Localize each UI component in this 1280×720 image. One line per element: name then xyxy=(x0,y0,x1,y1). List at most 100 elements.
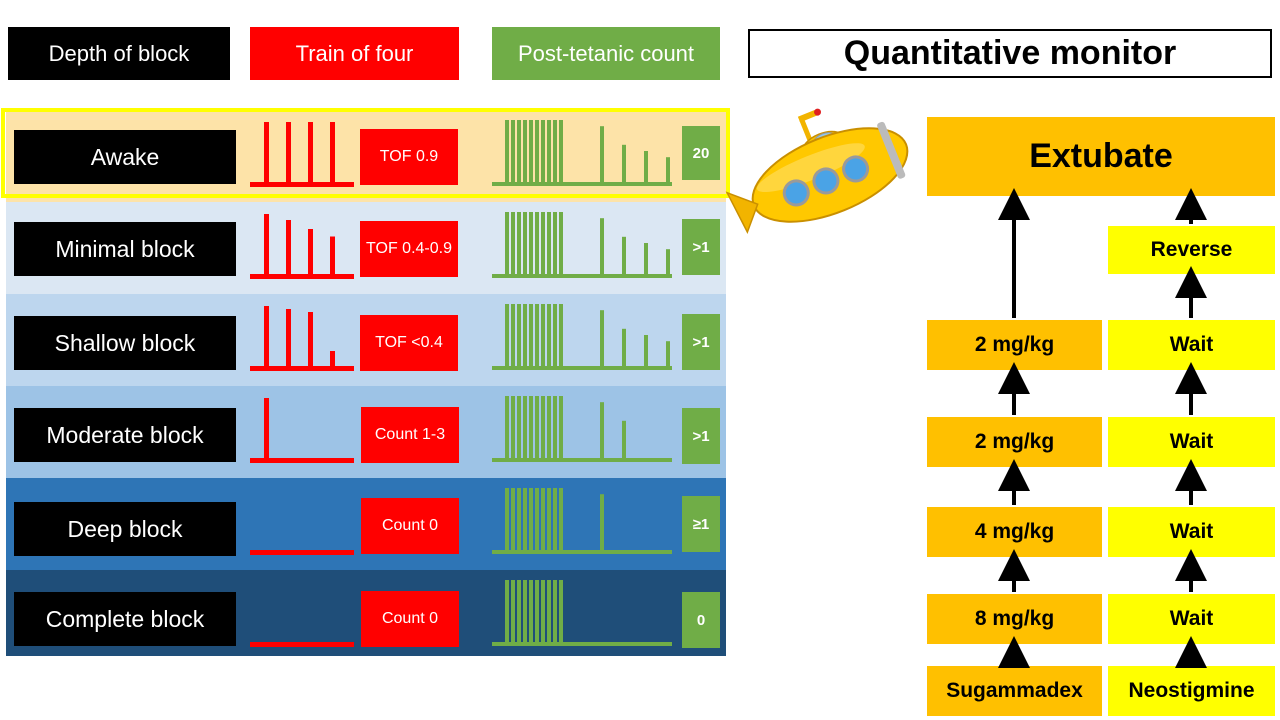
ptc-baseline xyxy=(492,182,672,186)
ptc-twitch-bar xyxy=(644,243,648,274)
ptc-twitch-bar xyxy=(511,212,515,274)
ptc-twitch-bar xyxy=(511,396,515,458)
neostigmine-wait-box: Wait xyxy=(1108,594,1275,644)
ptc-twitch-bar xyxy=(553,396,557,458)
tof-twitch-bar xyxy=(286,309,291,366)
ptc-twitch-bar xyxy=(505,120,509,182)
row-label: Complete block xyxy=(14,592,236,646)
tof-twitch-bar xyxy=(264,214,269,274)
ptc-twitch-bar xyxy=(517,212,521,274)
tof-baseline xyxy=(250,182,354,187)
ptc-value: 20 xyxy=(682,126,720,180)
ptc-twitch-bar xyxy=(523,488,527,550)
ptc-twitch-bar xyxy=(541,488,545,550)
sugammadex-dose-box: 8 mg/kg xyxy=(927,594,1102,644)
tof-value: Count 1-3 xyxy=(361,407,459,463)
ptc-value: >1 xyxy=(682,408,720,464)
ptc-twitch-bar xyxy=(553,488,557,550)
ptc-twitch-bar xyxy=(541,304,545,366)
sugammadex-box: Sugammadex xyxy=(927,666,1102,716)
ptc-twitch-bar xyxy=(535,396,539,458)
ptc-twitch-bar xyxy=(523,120,527,182)
row-label: Moderate block xyxy=(14,408,236,462)
ptc-baseline xyxy=(492,366,672,370)
ptc-twitch-bar xyxy=(535,580,539,642)
tof-twitch-bar xyxy=(264,122,269,182)
ptc-twitch-bar xyxy=(517,396,521,458)
ptc-twitch-bar xyxy=(505,304,509,366)
ptc-twitch-bar xyxy=(511,580,515,642)
ptc-twitch-bar xyxy=(529,396,533,458)
tof-twitch-bar xyxy=(286,220,291,274)
ptc-twitch-bar xyxy=(553,304,557,366)
ptc-twitch-bar xyxy=(541,120,545,182)
tof-baseline xyxy=(250,642,354,647)
ptc-twitch-bar xyxy=(547,580,551,642)
header-quantitative-monitor: Quantitative monitor xyxy=(748,29,1272,78)
row-band: Minimal block TOF 0.4-0.9 >1 xyxy=(6,202,726,294)
tof-twitch-bar xyxy=(330,122,335,182)
ptc-twitch-bar xyxy=(529,488,533,550)
ptc-twitch-bar xyxy=(666,341,670,366)
ptc-twitch-bar xyxy=(517,580,521,642)
tof-value: TOF 0.9 xyxy=(360,129,458,185)
ptc-twitch-bar xyxy=(541,396,545,458)
row-band: Moderate block Count 1-3 >1 xyxy=(6,386,726,478)
ptc-baseline xyxy=(492,274,672,278)
ptc-twitch-bar xyxy=(600,218,604,274)
tof-baseline xyxy=(250,550,354,555)
tof-value: TOF 0.4-0.9 xyxy=(360,221,458,277)
tof-twitch-bar xyxy=(330,236,335,274)
neostigmine-wait-box: Wait xyxy=(1108,320,1275,370)
ptc-twitch-bar xyxy=(559,488,563,550)
ptc-twitch-bar xyxy=(541,212,545,274)
sugammadex-dose-box: 4 mg/kg xyxy=(927,507,1102,557)
ptc-twitch-bar xyxy=(523,304,527,366)
row-band: Awake TOF 0.9 20 xyxy=(6,110,726,202)
ptc-baseline xyxy=(492,642,672,646)
ptc-twitch-bar xyxy=(523,212,527,274)
ptc-twitch-bar xyxy=(511,488,515,550)
ptc-twitch-bar xyxy=(535,120,539,182)
ptc-value: >1 xyxy=(682,219,720,275)
tof-twitch-bar xyxy=(308,229,313,274)
ptc-value: >1 xyxy=(682,314,720,370)
row-label: Awake xyxy=(14,130,236,184)
ptc-twitch-bar xyxy=(523,580,527,642)
tof-baseline xyxy=(250,458,354,463)
ptc-twitch-bar xyxy=(517,120,521,182)
row-label: Deep block xyxy=(14,502,236,556)
ptc-twitch-bar xyxy=(529,120,533,182)
ptc-twitch-bar xyxy=(600,402,604,458)
tof-twitch-bar xyxy=(264,306,269,366)
row-band: Deep block Count 0 ≥1 xyxy=(6,478,726,570)
extubate-box: Extubate xyxy=(927,117,1275,196)
ptc-twitch-bar xyxy=(535,304,539,366)
ptc-twitch-bar xyxy=(559,212,563,274)
ptc-twitch-bar xyxy=(600,494,604,550)
row-band: Shallow block TOF <0.4 >1 xyxy=(6,294,726,386)
row-band: Complete block Count 0 0 xyxy=(6,570,726,656)
tof-value: TOF <0.4 xyxy=(360,315,458,371)
ptc-baseline xyxy=(492,458,672,462)
ptc-value: ≥1 xyxy=(682,496,720,552)
tof-value: Count 0 xyxy=(361,498,459,554)
ptc-twitch-bar xyxy=(535,488,539,550)
ptc-twitch-bar xyxy=(600,126,604,182)
ptc-twitch-bar xyxy=(553,120,557,182)
ptc-twitch-bar xyxy=(600,310,604,366)
ptc-twitch-bar xyxy=(547,120,551,182)
ptc-twitch-bar xyxy=(511,304,515,366)
tof-twitch-bar xyxy=(330,351,335,366)
sugammadex-dose-box: 2 mg/kg xyxy=(927,417,1102,467)
tof-twitch-bar xyxy=(308,312,313,366)
ptc-twitch-bar xyxy=(559,304,563,366)
ptc-twitch-bar xyxy=(505,488,509,550)
ptc-twitch-bar xyxy=(517,488,521,550)
sugammadex-dose-box: 2 mg/kg xyxy=(927,320,1102,370)
ptc-twitch-bar xyxy=(559,580,563,642)
ptc-twitch-bar xyxy=(553,580,557,642)
ptc-twitch-bar xyxy=(622,328,626,366)
